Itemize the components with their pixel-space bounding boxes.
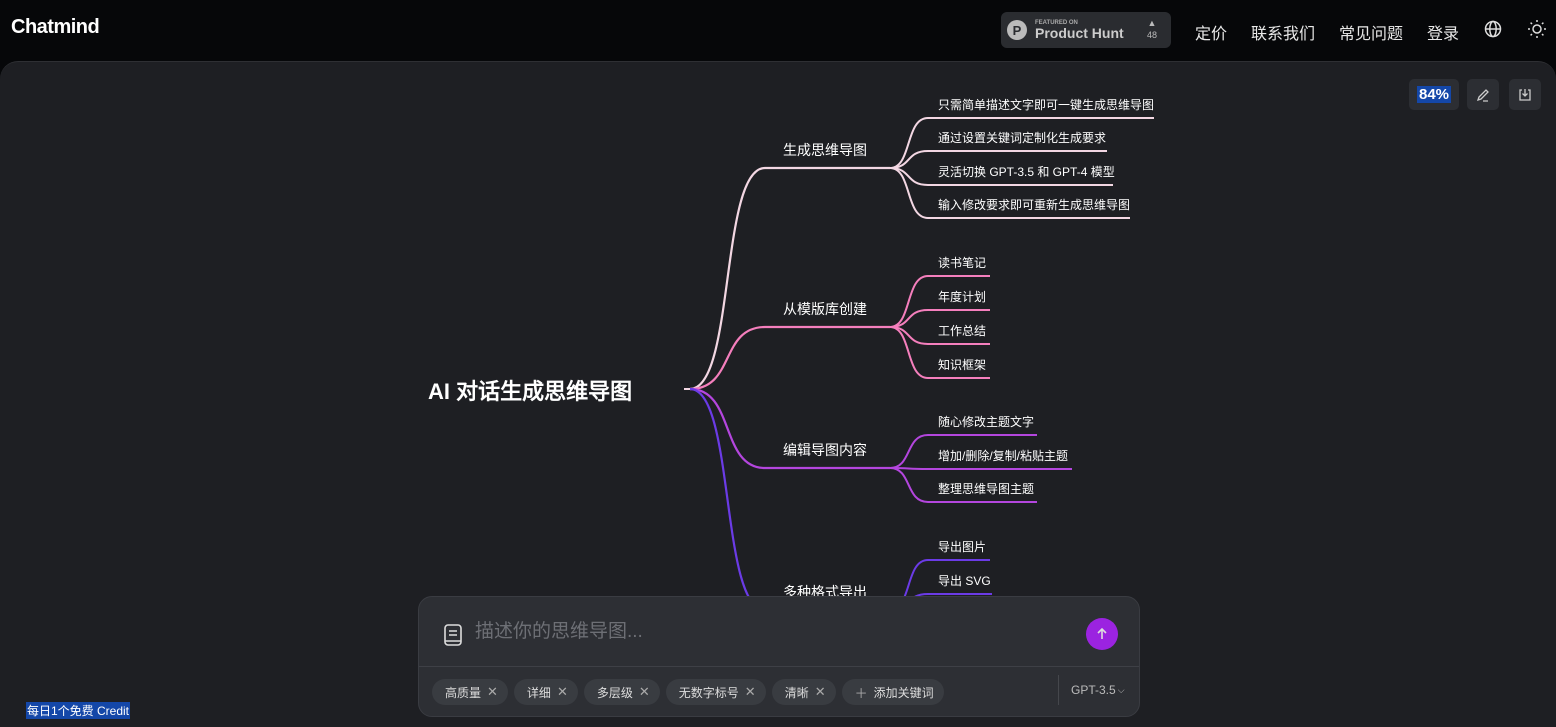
plus-icon: ＋ [854,685,868,701]
zoom-value: 84% [1416,86,1452,103]
child-edge [889,117,1154,169]
child-edge [889,434,1037,469]
ph-name: Product Hunt [1035,25,1124,41]
keyword-label: 无数字标号 [678,685,739,700]
sun-icon[interactable] [1527,19,1547,39]
remove-icon[interactable]: ✕ [638,684,650,699]
prompt-input[interactable] [475,621,1065,643]
ph-featured: FEATURED ON [1035,20,1078,26]
nav-faq[interactable]: 常见问题 [1339,26,1404,43]
credit-info: 每日1个免费 Credit [26,702,131,719]
child-node[interactable]: 年度计划 [938,289,986,304]
send-button[interactable] [1086,618,1118,650]
child-edge [889,309,990,328]
keyword-chip[interactable]: 高质量 ✕ [432,679,508,705]
remove-icon[interactable]: ✕ [744,684,756,699]
branch-edge [689,325,890,391]
keyword-chip[interactable]: 多层级 ✕ [583,679,660,705]
branch-edge [689,387,890,612]
child-node[interactable]: 输入修改要求即可重新生成思维导图 [938,197,1130,212]
globe-icon[interactable] [1483,19,1503,39]
child-node[interactable]: 随心修改主题文字 [938,414,1034,429]
divider [419,666,1139,667]
branch-node[interactable]: 编辑导图内容 [783,442,867,458]
root-node[interactable]: AI 对话生成思维导图 [428,379,632,404]
keyword-chip[interactable]: 无数字标号 ✕ [665,679,766,705]
keyword-label: 清晰 [784,685,809,700]
pencil-icon [1476,88,1489,102]
ph-votes: ▲ 48 [1147,17,1157,41]
template-book-icon[interactable] [443,623,463,647]
branch-node[interactable]: 从模版库创建 [783,301,867,317]
child-node[interactable]: 导出图片 [938,540,986,554]
remove-icon[interactable]: ✕ [487,684,498,699]
child-node[interactable]: 灵活切换 GPT-3.5 和 GPT-4 模型 [938,165,1115,179]
branch-edge [689,387,890,470]
zoom-level[interactable]: 84% [1409,79,1459,110]
keyword-label: 详细 [526,685,551,700]
keyword-label: 多层级 [596,685,633,700]
keyword-label: 高质量 [445,685,482,700]
nav-contact[interactable]: 联系我们 [1251,26,1316,43]
ph-vote-count: 48 [1146,30,1157,40]
remove-icon[interactable]: ✕ [556,684,568,699]
child-node[interactable]: 增加/删除/复制/粘贴主题 [938,448,1068,463]
nav-pricing[interactable]: 定价 [1195,26,1228,43]
product-hunt-icon: P [1007,20,1027,40]
chevron-down-icon: ⌵ [1117,684,1125,695]
child-node[interactable]: 只需简单描述文字即可一键生成思维导图 [938,97,1154,112]
child-edge [889,467,1072,470]
nav-login[interactable]: 登录 [1427,26,1460,43]
child-edge [889,167,1130,219]
arrow-up-icon [1097,627,1107,639]
model-select[interactable]: GPT-3.5⌵ [1058,675,1125,705]
child-edge [889,326,990,379]
child-node[interactable]: 通过设置关键词定制化生成要求 [938,130,1106,145]
upvote-icon: ▲ [1147,18,1157,28]
child-node[interactable]: 知识框架 [938,358,986,372]
edit-button[interactable] [1467,79,1499,110]
add-keyword-label: 添加关键词 [873,685,934,700]
child-edge [889,467,1037,503]
logo[interactable]: Chatmind [11,16,100,38]
model-label: GPT-3.5 [1071,683,1116,697]
child-node[interactable]: 工作总结 [938,324,986,338]
branch-edge [689,166,890,391]
child-node[interactable]: 整理思维导图主题 [938,481,1034,496]
prompt-box: 高质量 ✕ 详细 ✕ 多层级 ✕ 无数字标号 ✕ 清晰 ✕ ＋ 添加关键词 GPT-3.5⌵ [418,596,1140,717]
branch-node[interactable]: 生成思维导图 [783,142,867,158]
download-button[interactable] [1509,79,1541,110]
remove-icon[interactable]: ✕ [814,684,826,699]
keyword-chip[interactable]: 详细 ✕ [513,679,578,705]
child-edge [889,275,990,328]
child-edge [889,150,1107,169]
add-keyword-button[interactable]: ＋ 添加关键词 [841,679,944,705]
child-node[interactable]: 读书笔记 [938,255,986,270]
download-icon [1519,88,1531,101]
keyword-chips: 高质量 ✕ 详细 ✕ 多层级 ✕ 无数字标号 ✕ 清晰 ✕ ＋ 添加关键词 [432,679,944,705]
keyword-chip[interactable]: 清晰 ✕ [771,679,836,705]
child-node[interactable]: 导出 SVG [938,574,991,588]
